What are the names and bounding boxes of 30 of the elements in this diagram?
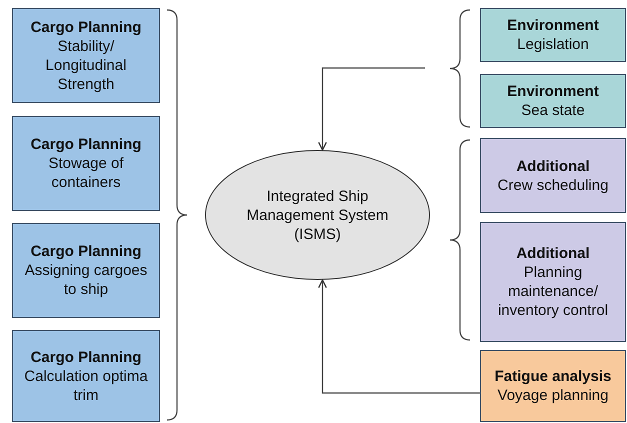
module-box	[480, 350, 626, 422]
box-heading: Cargo Planning	[30, 348, 142, 366]
box-heading: Environment	[507, 82, 599, 101]
arrow	[318, 67, 425, 151]
module-box	[12, 8, 160, 103]
box-text: Stowage of containers	[47, 154, 125, 192]
arrow	[318, 279, 480, 394]
box-heading: Additional	[516, 244, 590, 263]
module-box	[480, 8, 626, 62]
box-text: Legislation	[517, 35, 589, 54]
module-box	[480, 222, 626, 342]
module-box	[12, 116, 160, 211]
box-text: Stability/ Longitudinal Strength	[44, 36, 128, 94]
box-heading: Fatigue analysis	[494, 367, 612, 386]
module-box	[12, 330, 160, 422]
box-heading: Additional	[516, 156, 590, 176]
box-heading: Cargo Planning	[30, 135, 142, 154]
system-ellipse: Integrated Ship Management System (ISMS)	[205, 150, 430, 280]
module-box	[12, 223, 160, 318]
box-text: Calculation optima trim	[23, 366, 149, 404]
module-box	[480, 74, 626, 128]
box-heading: Environment	[507, 16, 599, 35]
box-text: Crew scheduling	[498, 176, 608, 194]
box-heading: Cargo Planning	[30, 18, 142, 36]
box-text: Assigning cargoes to ship	[24, 261, 148, 299]
box-text: Planning maintenance/ inventory control	[496, 263, 610, 320]
box-text: Voyage planning	[498, 386, 608, 405]
box-text: Sea state	[521, 101, 585, 120]
box-heading: Cargo Planning	[30, 242, 142, 261]
module-box	[480, 138, 626, 213]
